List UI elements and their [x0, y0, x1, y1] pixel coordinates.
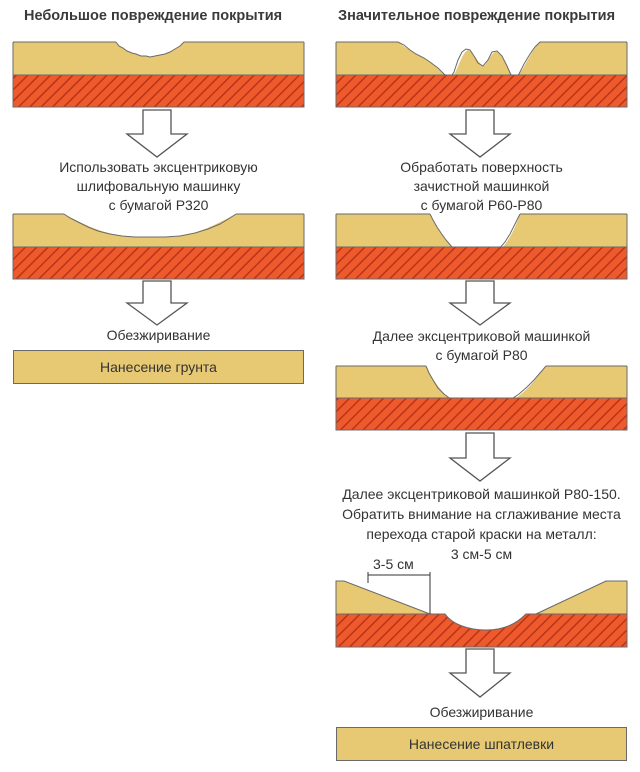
- left-step1-line-3: с бумагой Р320: [108, 197, 209, 213]
- right-step3-line-2: Обратить внимание на сглаживание места: [342, 506, 621, 522]
- right-panel-smoothed: [335, 365, 628, 431]
- right-panel-feathered: [335, 572, 628, 648]
- dimension-label: 3-5 см: [373, 556, 414, 572]
- right-step4-text: Обезжиривание: [429, 704, 534, 720]
- right-step1-text: Обработать поверхность зачистной машинко…: [336, 158, 627, 215]
- right-step3-line-4: 3 см-5 см: [450, 546, 513, 562]
- right-panel-rough-ground: [335, 213, 628, 280]
- right-final-box: Нанесение шпатлевки: [336, 727, 627, 761]
- right-column-heading: Значительное повреждение покрытия: [338, 8, 616, 24]
- right-down-arrow-3: [448, 432, 512, 482]
- right-down-arrow-1: [448, 109, 512, 158]
- right-step3-text: Далее эксцентриковой машинкой Р80-150. О…: [326, 484, 637, 564]
- left-down-arrow-1: [125, 109, 189, 158]
- left-step1-text: Использовать эксцентриковую шлифовальную…: [13, 158, 304, 215]
- right-step3-line-3: перехода старой краски на металл:: [366, 526, 597, 542]
- left-step1-line-1: Использовать эксцентриковую: [59, 159, 258, 175]
- left-column-heading: Небольшое повреждение покрытия: [24, 8, 283, 24]
- right-step2-text: Далее эксцентриковой машинкой с бумагой …: [336, 327, 627, 365]
- right-step1-line-3: с бумагой Р60-Р80: [420, 197, 543, 213]
- right-step1-line-1: Обработать поверхность: [400, 159, 563, 175]
- left-step2-text: Обезжиривание: [106, 327, 211, 343]
- right-step1-line-2: зачистной машинкой: [413, 178, 550, 194]
- right-panel-significant-damage: [335, 41, 628, 108]
- left-panel-small-damage: [12, 41, 305, 108]
- right-down-arrow-4: [448, 648, 512, 698]
- right-down-arrow-2: [448, 280, 512, 326]
- left-step1-line-2: шлифовальную машинку: [76, 178, 241, 194]
- right-step3-line-1: Далее эксцентриковой машинкой Р80-150.: [342, 486, 621, 502]
- right-step2-line-1: Далее эксцентриковой машинкой: [372, 328, 591, 344]
- right-step2-line-2: с бумагой Р80: [435, 347, 528, 363]
- left-panel-sanded: [12, 213, 305, 280]
- left-down-arrow-2: [125, 280, 189, 326]
- left-final-box: Нанесение грунта: [13, 350, 304, 384]
